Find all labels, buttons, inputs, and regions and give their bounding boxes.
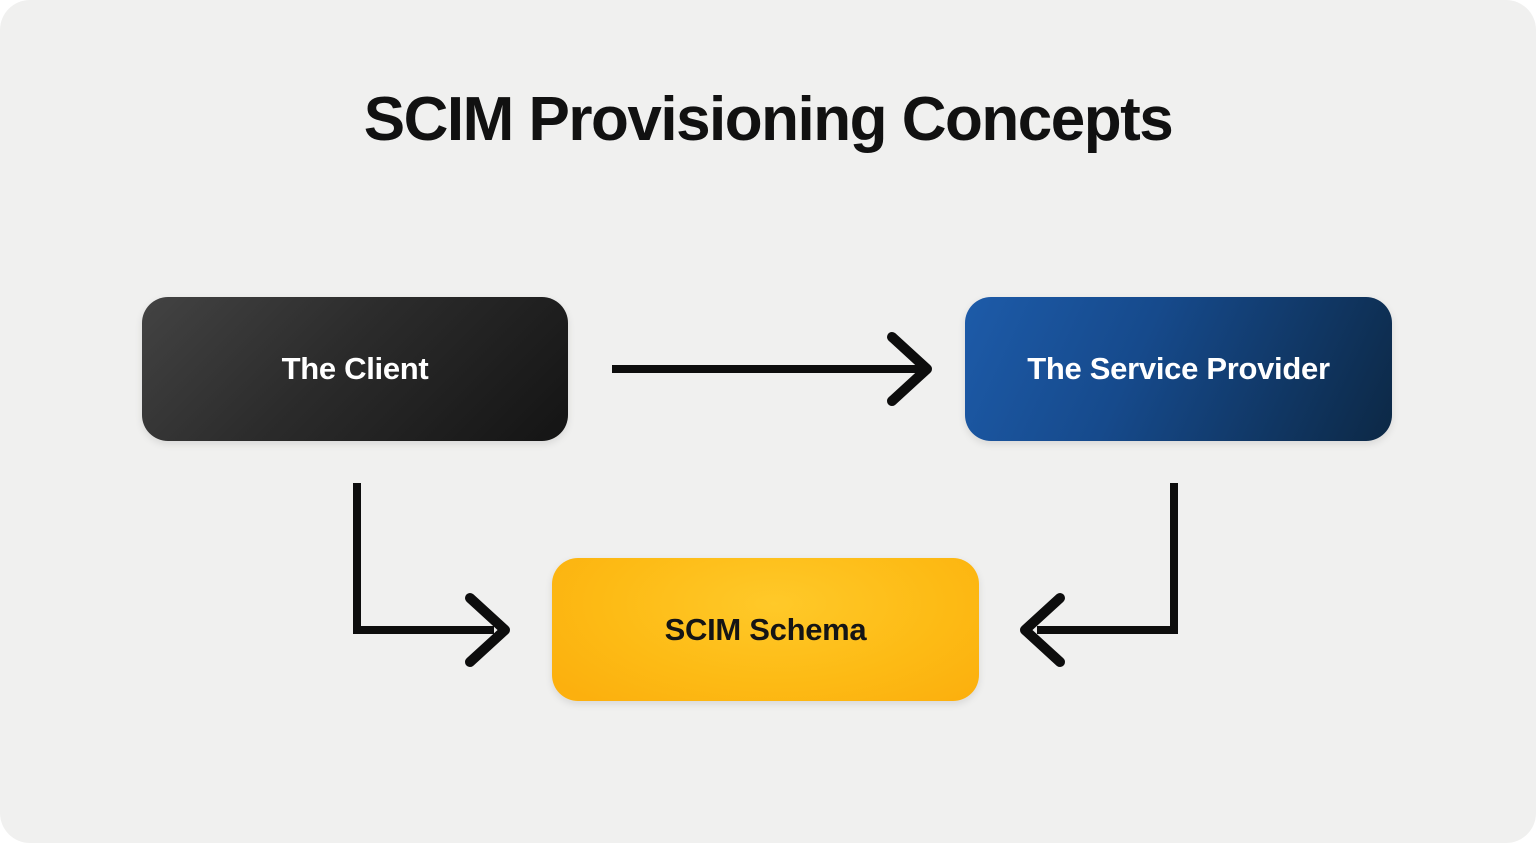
arrow-client-to-provider-icon — [612, 332, 932, 406]
node-scim-schema-label: SCIM Schema — [664, 611, 867, 647]
page-title: SCIM Provisioning Concepts — [363, 85, 1174, 154]
node-service-provider: The Service Provider — [965, 297, 1392, 441]
node-scim-schema: SCIM Schema — [552, 558, 979, 701]
node-service-provider-label: The Service Provider — [1027, 351, 1330, 386]
node-client-label: The Client — [281, 351, 429, 386]
arrow-client-to-schema-icon — [353, 483, 510, 667]
arrow-provider-to-schema-icon — [1020, 483, 1178, 667]
node-client: The Client — [142, 297, 568, 441]
